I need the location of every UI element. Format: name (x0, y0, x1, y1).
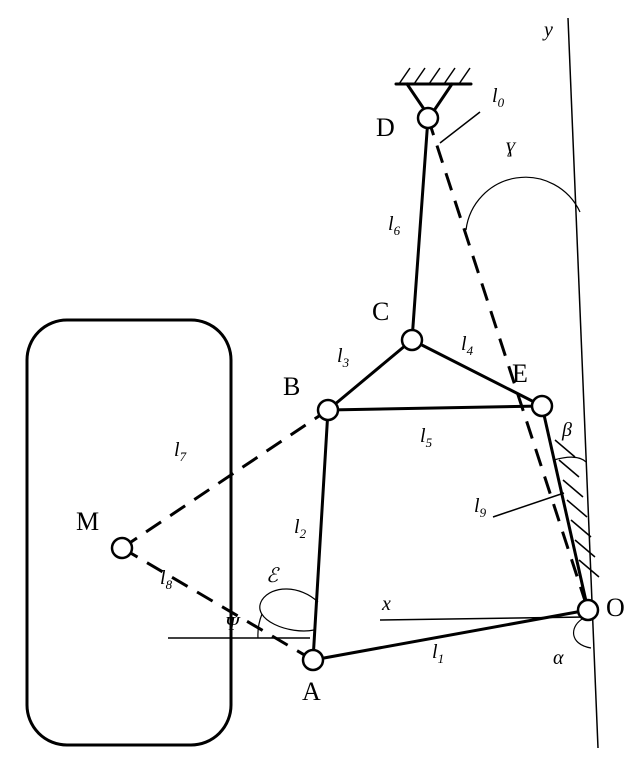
label-l8: l8 (160, 567, 173, 592)
link-cb (326, 338, 414, 412)
joint-o (576, 598, 600, 622)
label-angle-gamma: ɣ (506, 135, 517, 157)
y-axis-line (567, 17, 599, 749)
joint-c (400, 328, 424, 352)
link-dc (410, 116, 430, 342)
label-point-e: E (512, 359, 528, 388)
label-angle-alpha: α (553, 647, 564, 669)
label-l2: l2 (294, 516, 307, 541)
arc-psi (257, 613, 263, 639)
label-angle-beta: β (561, 419, 572, 441)
joint-m (110, 536, 134, 560)
label-l6: l6 (388, 213, 401, 238)
label-axis-y: y (542, 19, 553, 41)
label-l1: l1 (432, 641, 444, 666)
ground-hatch (398, 67, 471, 85)
label-l5: l5 (420, 425, 433, 450)
joint-e (530, 394, 554, 418)
arc-beta (553, 456, 587, 463)
label-point-c: C (372, 297, 389, 326)
label-angle-epsilon: ℰ (266, 565, 280, 587)
label-point-d: D (376, 113, 395, 142)
label-l4: l4 (461, 333, 474, 358)
label-axis-x: x (381, 593, 391, 615)
label-point-m: M (76, 507, 99, 536)
label-angle-psi: Ψ (225, 613, 241, 635)
label-l3: l3 (337, 345, 350, 370)
arc-epsilon (259, 588, 319, 632)
joint-b (316, 398, 340, 422)
joint-d (416, 106, 440, 130)
leader-l9 (492, 492, 565, 518)
label-l7: l7 (174, 439, 187, 464)
dashed-ma (121, 546, 314, 662)
label-l0: l0 (492, 85, 505, 110)
label-point-o: O (606, 593, 625, 622)
label-l9: l9 (474, 495, 487, 520)
link-ba (311, 408, 330, 662)
joint-a (301, 648, 325, 672)
link-ce (410, 338, 544, 408)
arc-alpha (573, 617, 592, 649)
link-be (326, 404, 544, 412)
wheel-outline (25, 318, 233, 747)
l9-hatch (554, 439, 600, 578)
arc-gamma (465, 176, 581, 231)
leader-l0 (439, 111, 481, 144)
label-point-a: A (302, 677, 321, 706)
label-point-b: B (283, 372, 300, 401)
dashed-mb (121, 408, 329, 550)
link-ao (311, 608, 590, 662)
link-eo (540, 404, 590, 612)
